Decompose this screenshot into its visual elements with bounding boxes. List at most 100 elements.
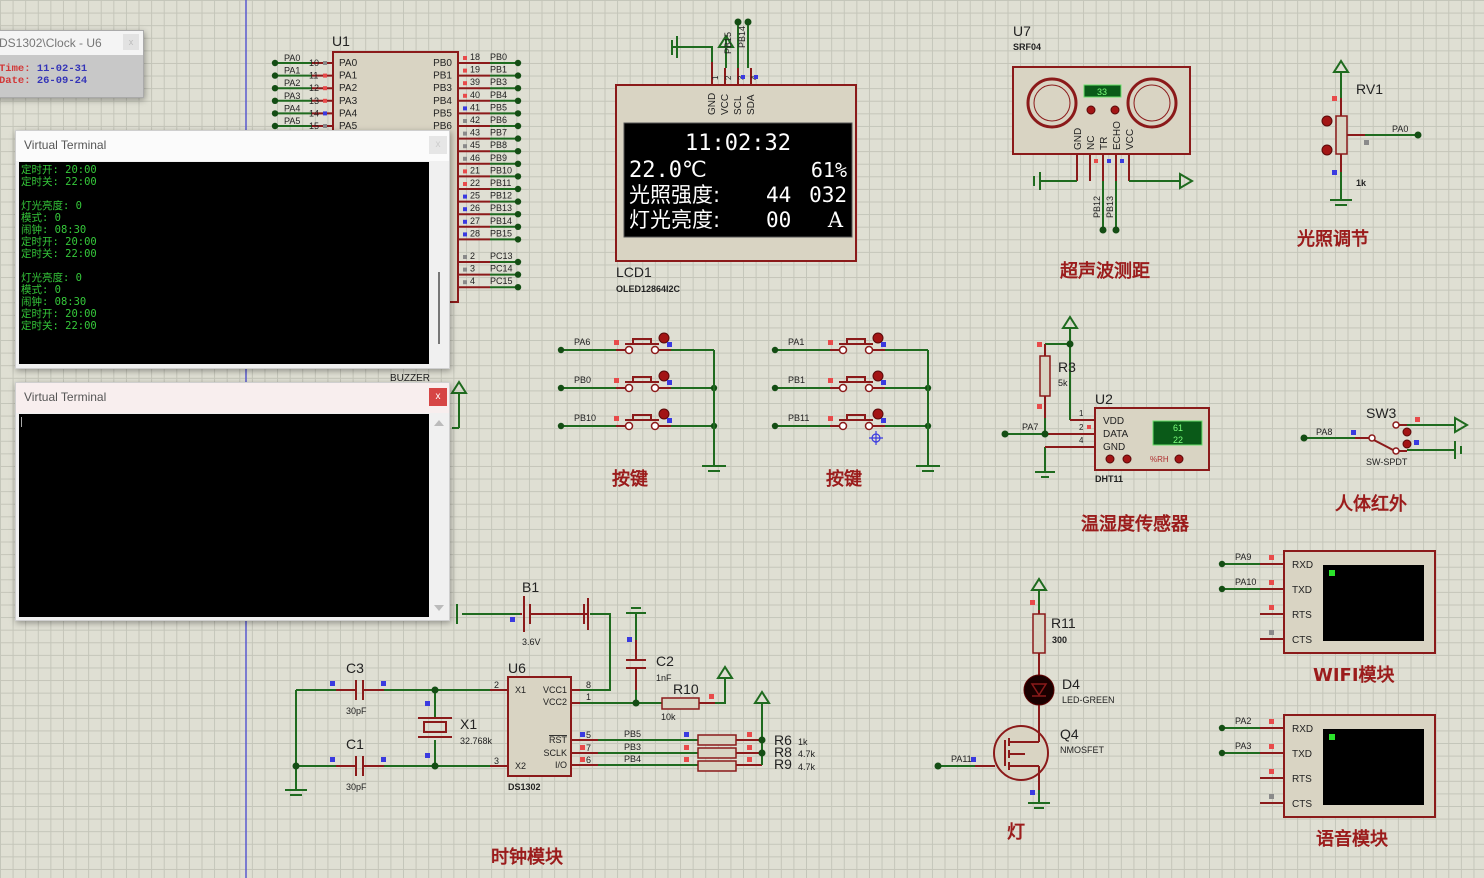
ds1302-clock-popup[interactable]: DS1302\Clock - U6 x Time: 11-02-31 Date:… [0, 30, 144, 98]
uart-net-label: PA3 [1235, 741, 1251, 751]
dht-mode-toggle[interactable] [1174, 454, 1184, 464]
lamp-circuit[interactable]: R11 300 D4 LED-GREEN Q4 NMOSFET PA11 灯 [934, 577, 1115, 843]
u1-net-label: PB10 [490, 165, 512, 175]
u1-net-label: PB7 [490, 128, 507, 138]
close-icon[interactable]: x [123, 34, 139, 50]
rv1-decrement-button[interactable] [1321, 144, 1333, 156]
sw3-net: PA8 [1316, 427, 1332, 437]
uart-pin-label: RXD [1292, 724, 1313, 735]
dht-pin-gnd: GND [1103, 442, 1125, 453]
clock-popup-titlebar[interactable]: DS1302\Clock - U6 x [0, 31, 143, 55]
buzzer-power [450, 380, 468, 429]
terminal-1-titlebar[interactable]: Virtual Terminal x [16, 131, 449, 161]
u1-pin-num: 40 [470, 90, 480, 100]
dht-pin-num: 1 [1079, 409, 1084, 418]
u1-pin-num: 4 [470, 276, 475, 286]
uart-net-label: PA2 [1235, 716, 1251, 726]
lamp-net: PA11 [951, 754, 972, 764]
u6-pin-io: I/O [555, 760, 567, 770]
scroll-up-arrow-icon[interactable] [434, 420, 444, 426]
pushbutton[interactable] [658, 370, 670, 382]
terminal-1-output[interactable]: 定时开: 20:00 定时关: 22:00 灯光亮度: 0 模式: 0 闹钟: … [19, 162, 429, 364]
lcd-lamp-value: 00 [766, 208, 791, 232]
u1-net-label: PA5 [284, 116, 300, 126]
u1-pin-name: PB0 [433, 58, 452, 69]
u1-net-label: PA2 [284, 78, 300, 88]
u6-pin-num: 8 [586, 680, 591, 690]
pushbutton[interactable] [872, 408, 884, 420]
lcd-pin-num: 2 [724, 75, 733, 80]
terminal-2-scrollbar[interactable] [432, 414, 447, 617]
u1-pin-num: 41 [470, 102, 480, 112]
pushbutton[interactable] [658, 408, 670, 420]
close-icon[interactable]: x [429, 136, 447, 154]
rv1-increment-button[interactable] [1321, 115, 1333, 127]
r6-value: 1k [798, 737, 808, 747]
u7-pin-label: ECHO [1112, 121, 1123, 150]
u6-body [507, 676, 572, 777]
u7-caption: 超声波测距 [1060, 260, 1150, 282]
rv1-potentiometer[interactable]: RV1 1k PA0 光照调节 [1296, 59, 1422, 250]
u7-button[interactable] [1086, 105, 1096, 115]
lcd-pin-gnd: GND [707, 93, 718, 115]
u1-pin-num: 14 [309, 108, 319, 118]
u1-pin-name: PA2 [339, 83, 358, 94]
dht-up-button[interactable] [1122, 454, 1132, 464]
button-group-2-caption: 按键 [826, 468, 862, 490]
u1-pin-name: PB6 [433, 121, 452, 132]
clock-circuit[interactable]: B1 3.6V C2 1nF R10 10k C3 30pF C1 30pF X… [285, 579, 816, 868]
terminal-2-titlebar[interactable]: Virtual Terminal x [16, 383, 449, 413]
u6-pin-vcc2: VCC2 [543, 697, 567, 707]
r10-ref: R10 [673, 681, 699, 697]
pushbutton[interactable] [872, 370, 884, 382]
uart-pin-label: TXD [1292, 749, 1312, 760]
u7-ultrasonic[interactable]: U7 SRF04 33 GND NC TR ECHO VCC PB12 PB13… [1012, 23, 1194, 282]
pushbutton[interactable] [872, 332, 884, 344]
scroll-down-arrow-icon[interactable] [434, 605, 444, 611]
u1-pin-num: 13 [309, 96, 319, 106]
u1-pin-num: 2 [470, 251, 475, 261]
u1-pin-num: 45 [470, 140, 480, 150]
close-icon[interactable]: x [429, 388, 447, 406]
lcd-humidity: 61% [811, 158, 847, 182]
lcd1-oled[interactable]: PB15 PB14 1 2 3 4 GND VCC SCL SDA 11:02:… [615, 18, 857, 295]
lcd-screen [623, 122, 853, 238]
virtual-terminal-2[interactable]: Virtual Terminal x [15, 382, 450, 621]
dht11-sensor[interactable]: R3 5k PA7 1 2 4 U2 VDD DATA GND 61 22 %R… [1001, 315, 1210, 535]
u7-pin-label: TR [1099, 137, 1110, 150]
scrollbar-thumb[interactable] [438, 272, 440, 344]
lcd-part: OLED12864I2C [616, 284, 681, 294]
uart-pin-label: RXD [1292, 560, 1313, 571]
sw3-switch[interactable]: SW3 PA8 SW-SPDT 人体红外 [1300, 405, 1469, 515]
b1-value: 3.6V [522, 637, 541, 647]
button-net-label: PB10 [574, 413, 596, 423]
x1-value: 32.768k [460, 736, 493, 746]
u1-pin-num: 18 [470, 52, 480, 62]
sw3-toggle-b[interactable] [1402, 439, 1412, 449]
r9-body [697, 760, 737, 772]
u1-pin-num: 19 [470, 65, 480, 75]
dht-down-button[interactable] [1105, 454, 1115, 464]
sw3-toggle-a[interactable] [1402, 427, 1412, 437]
u7-button[interactable] [1110, 105, 1120, 115]
virtual-terminal-1[interactable]: Virtual Terminal x 定时开: 20:00 定时关: 22:00… [15, 130, 450, 369]
wifi-caption: WIFI模块 [1313, 664, 1396, 686]
rv1-caption: 光照调节 [1296, 228, 1369, 250]
dht-pin-data: DATA [1103, 429, 1129, 440]
clock-caption: 时钟模块 [491, 846, 564, 868]
u1-net-label: PB15 [490, 228, 512, 238]
pushbutton[interactable] [658, 332, 670, 344]
lcd-net-sda: PB14 [737, 26, 747, 48]
terminal-1-scrollbar[interactable] [432, 162, 447, 364]
u1-pin-num: 26 [470, 203, 480, 213]
dht-pin-vdd: VDD [1103, 416, 1124, 427]
r8-ref: R8 [774, 744, 792, 760]
rv1-ref: RV1 [1356, 81, 1383, 97]
terminal-2-output[interactable] [19, 414, 429, 617]
u1-net-label: PB5 [490, 102, 507, 112]
